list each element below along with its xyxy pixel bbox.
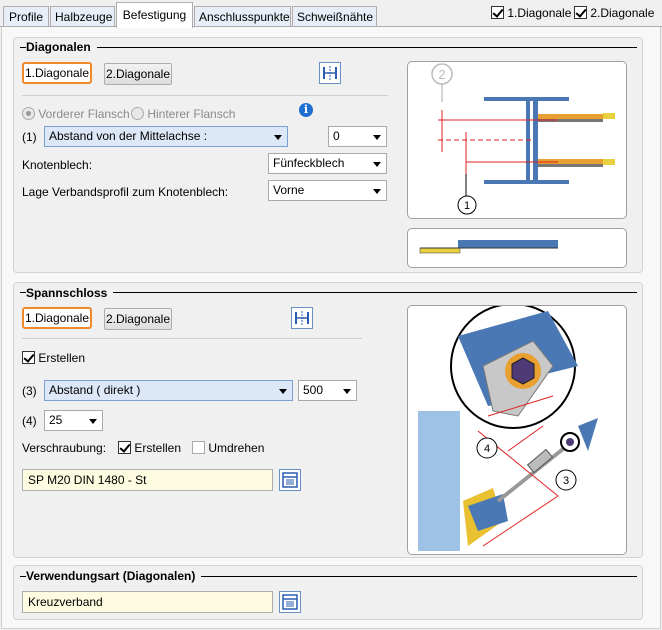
radio-front-label: Vorderer Flansch [38,107,130,121]
row1-label: (1) [22,130,37,144]
row1-mode-select[interactable]: Abstand von der Mittelachse : [44,126,288,147]
tab-schweissnaehte[interactable]: Schweißnähte [292,6,377,26]
catalog-icon [282,594,298,610]
spannschloss-mirror-button[interactable] [291,307,313,329]
verwendungsart-field[interactable]: Kreuzverband [22,591,273,613]
diagram-marker-1: 1 [464,200,470,212]
info-icon[interactable]: i [299,103,313,117]
row3-mode-select[interactable]: Abstand ( direkt ) [44,380,293,401]
verschraubung-erstellen-checkbox[interactable] [118,441,131,454]
mirror-button[interactable] [319,62,341,84]
diagonalen-title-line [20,47,637,48]
knotenblech-value: Fünfeckblech [273,156,345,170]
verwendungsart-catalog-button[interactable] [279,591,301,613]
spannschloss-title-line [20,292,637,293]
chevron-down-icon [373,189,381,194]
diagonalen-diag1-button[interactable]: 1.Diagonale [22,62,92,84]
erstellen-checkbox[interactable] [22,351,35,364]
row1-value-select[interactable]: 0 [328,126,387,147]
spannschloss-diag1-button[interactable]: 1.Diagonale [22,307,92,329]
bolt-field[interactable]: SP M20 DIN 1480 - St [22,469,273,491]
diagram-marker-2: 2 [438,67,445,82]
tab-anschlusspunkte[interactable]: Anschlusspunkte [194,6,291,26]
radio-back-label: Hinterer Flansch [147,107,236,121]
lage-label: Lage Verbandsprofil zum Knotenblech: [22,185,229,199]
row4-value-text: 25 [49,413,63,427]
row4-value-select[interactable]: 25 [44,410,103,431]
row1-mode-value: Abstand von der Mittelachse : [49,129,208,143]
tab-divider [0,26,662,27]
radio-front-flange[interactable]: Vorderer Flansch [22,107,130,121]
tab-profile[interactable]: Profile [3,6,49,26]
diag1-label: 1.Diagonale [507,6,572,20]
bolt-catalog-button[interactable] [279,469,301,491]
row3-mode-value: Abstand ( direkt ) [49,383,141,397]
mirror-icon [295,311,309,325]
spannschloss-separator [22,338,362,339]
spannschloss-diagram: 4 3 [407,305,627,555]
diag1-checkbox[interactable] [491,6,504,19]
diagonalen-title: Diagonalen [26,40,97,54]
diagonalen-diagram: 2 1 [407,61,627,219]
radio-front-dot[interactable] [22,107,35,120]
beam-connection-illustration: 2 1 [431,63,615,215]
knotenblech-label: Knotenblech: [22,158,93,172]
spannschloss-title: Spannschloss [26,286,114,300]
tab-befestigung[interactable]: Befestigung [116,2,193,28]
row3-label: (3) [22,384,37,398]
radio-back-flange[interactable]: Hinterer Flansch [131,107,235,121]
verwendungsart-title-line [20,576,637,577]
header-check-diag2[interactable]: 2.Diagonale [574,6,654,20]
erstellen-check[interactable]: Erstellen [22,351,85,365]
chevron-down-icon [343,389,351,394]
row3-value-text: 500 [303,383,324,397]
umdrehen-check[interactable]: Umdrehen [192,441,264,455]
umdrehen-checkbox[interactable] [192,441,205,454]
umdrehen-label: Umdrehen [208,441,265,455]
erstellen-label: Erstellen [38,351,86,365]
verschraubung-label: Verschraubung: [22,441,107,455]
chevron-down-icon [373,162,381,167]
chevron-down-icon [373,135,381,140]
lage-select[interactable]: Vorne [268,180,387,201]
diagram-marker-4: 4 [484,443,490,455]
lage-preview-illustration [419,240,558,254]
tab-halbzeuge[interactable]: Halbzeuge [50,6,115,26]
diagram-marker-3: 3 [563,475,569,487]
diag2-label: 2.Diagonale [590,6,655,20]
turnbuckle-illustration: 4 3 [418,306,598,551]
mirror-icon [323,66,337,80]
verwendungsart-title: Verwendungsart (Diagonalen) [26,569,202,583]
chevron-down-icon [89,419,97,424]
lage-value: Vorne [273,183,305,197]
row3-value-select[interactable]: 500 [298,380,357,401]
row1-value-text: 0 [333,129,340,143]
chevron-down-icon [279,389,287,394]
verschraubung-erstellen-check[interactable]: Erstellen [118,441,181,455]
diag2-checkbox[interactable] [574,6,587,19]
knotenblech-select[interactable]: Fünfeckblech [268,153,387,174]
chevron-down-icon [274,135,282,140]
header-check-diag1[interactable]: 1.Diagonale [491,6,571,20]
catalog-icon [282,472,298,488]
row4-label: (4) [22,414,37,428]
lage-preview [407,228,627,268]
verschraubung-erstellen-label: Erstellen [134,441,182,455]
tab-strip: Profile Halbzeuge Befestigung Anschlussp… [0,0,662,28]
diagonalen-diag2-button[interactable]: 2.Diagonale [104,63,172,85]
radio-back-dot[interactable] [131,107,144,120]
spannschloss-diag2-button[interactable]: 2.Diagonale [104,308,172,330]
diagonalen-separator [22,95,388,96]
